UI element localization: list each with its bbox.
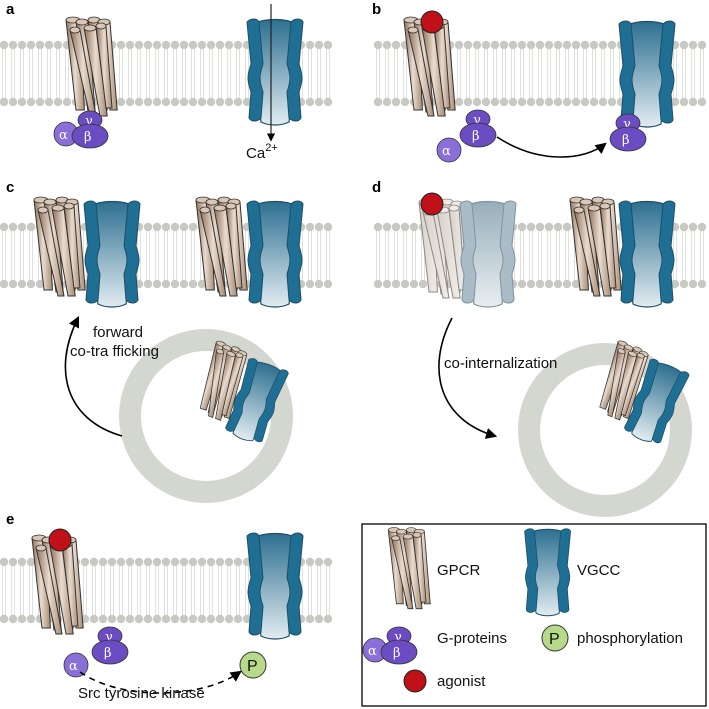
panel-label-c: c xyxy=(6,179,14,196)
svg-text:β: β xyxy=(84,130,92,145)
gpcr-receptor-vesicle xyxy=(599,340,649,421)
vgcc-channel xyxy=(246,200,304,308)
gpcr-receptor xyxy=(31,534,84,635)
panel-e: γβ α P Src tyrosine kinase xyxy=(31,528,304,702)
vgcc-channel xyxy=(246,532,304,640)
gpcr-receptor xyxy=(33,196,86,297)
g-beta-subunit xyxy=(71,123,109,149)
svg-text:α: α xyxy=(368,644,377,659)
agonist-icon xyxy=(420,10,444,34)
svg-text:γ: γ xyxy=(623,117,631,132)
legend-phosphorylation-label: phosphorylation xyxy=(577,630,683,647)
legend-agonist-icon xyxy=(403,669,427,693)
vgcc-channel xyxy=(83,200,141,308)
vgcc-channel xyxy=(618,200,676,308)
svg-text:β: β xyxy=(472,129,480,144)
g-beta-gamma-dimer: γβ xyxy=(459,109,497,148)
svg-text:β: β xyxy=(104,646,112,661)
svg-text:β: β xyxy=(393,646,401,661)
svg-text:γ: γ xyxy=(85,114,93,129)
panel-b: γβ α γβ xyxy=(403,10,676,163)
vgcc-channel xyxy=(246,18,304,126)
legend-g-proteins-icon: α γβ xyxy=(362,626,418,665)
g-beta-gamma-dimer: γβ xyxy=(91,626,129,665)
g-beta-subunit xyxy=(380,639,418,665)
svg-text:γ: γ xyxy=(394,630,402,645)
calcium-ion-label: Ca2+ xyxy=(246,142,278,162)
agonist-icon xyxy=(420,192,444,216)
svg-text:γ: γ xyxy=(105,630,113,645)
legend-phosphorylation-icon xyxy=(541,624,569,652)
vesicle xyxy=(518,343,692,517)
panel-a: α γβ Ca2+ xyxy=(53,4,304,162)
legend-vgcc-label: VGCC xyxy=(577,562,621,579)
svg-text:α: α xyxy=(69,659,78,674)
forward-trafficking-arrow xyxy=(64,315,123,437)
panel-label-d: d xyxy=(372,179,381,196)
phosphorylation-icon xyxy=(239,651,267,679)
gpcr-receptor-vesicle xyxy=(199,340,248,421)
co-trafficking-label: co-tra fficking xyxy=(70,343,159,360)
legend-agonist-label: agonist xyxy=(437,673,486,690)
g-alpha-subunit: α xyxy=(63,652,89,678)
legend-gpcr-label: GPCR xyxy=(437,562,481,579)
lipid-bilayer xyxy=(0,40,333,107)
svg-text:α: α xyxy=(442,144,451,159)
vgcc-channel-vesicle xyxy=(624,358,690,444)
g-protein-complex: α γβ xyxy=(53,110,109,149)
panel-c: forward co-tra fficking xyxy=(33,196,304,503)
translocation-arrow xyxy=(496,136,607,158)
co-internalization-arrow xyxy=(438,317,498,439)
vgcc-channel-faded xyxy=(459,200,517,308)
legend-phosphorylation-glyph: P xyxy=(549,631,560,648)
svg-text:α: α xyxy=(59,128,68,143)
legend-gpcr-icon xyxy=(387,527,431,610)
vgcc-channel-vesicle xyxy=(225,358,289,443)
phosphorylation-glyph: P xyxy=(247,658,258,675)
gpcr-receptor xyxy=(195,196,248,297)
svg-text:γ: γ xyxy=(473,113,481,128)
g-beta-subunit xyxy=(91,639,129,665)
g-beta-subunit xyxy=(459,122,497,148)
co-internalization-label: co-internalization xyxy=(444,355,557,372)
vgcc-channel xyxy=(618,20,676,128)
panel-label-e: e xyxy=(6,511,14,528)
panel-label-a: a xyxy=(6,1,15,18)
vesicle xyxy=(119,329,293,503)
g-beta-subunit xyxy=(609,126,647,152)
g-alpha-subunit: α xyxy=(436,137,462,163)
g-beta-gamma-dimer-bound: γβ xyxy=(609,113,647,152)
legend-vgcc-icon xyxy=(524,528,571,617)
legend-gproteins-label: G-proteins xyxy=(437,630,507,647)
panel-label-b: b xyxy=(372,1,381,18)
agonist-icon xyxy=(48,528,72,552)
legend-box: GPCR VGCC α γβ G-proteins P phosphorylati… xyxy=(361,523,707,707)
panel-d: co-internalization xyxy=(418,192,692,517)
gpcr-receptor xyxy=(569,196,622,297)
svg-text:β: β xyxy=(622,133,630,148)
forward-label: forward xyxy=(93,324,143,341)
src-kinase-label: Src tyrosine kinase xyxy=(78,685,205,702)
gpcr-receptor xyxy=(65,16,118,117)
